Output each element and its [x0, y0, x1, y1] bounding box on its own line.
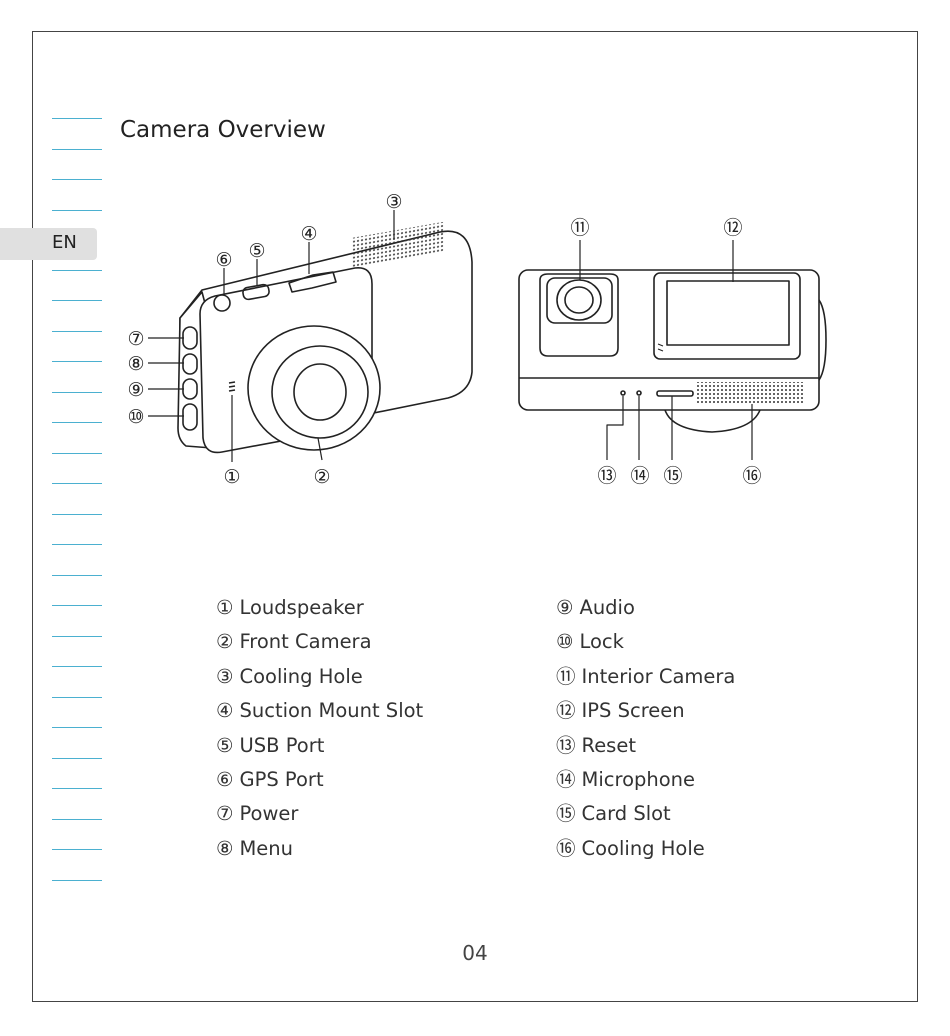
legend-right: ⑨ Audio ⑩ Lock ⑪ Interior Camera ⑫ IPS Scree… [556, 591, 735, 866]
legend-item: ⑩ Lock [556, 625, 735, 659]
legend-item: ⑮ Card Slot [556, 797, 735, 831]
legend-item: ① Loudspeaker [216, 591, 423, 625]
legend-number: ⑯ [556, 837, 576, 860]
legend-item: ⑭ Microphone [556, 763, 735, 797]
legend-label: Loudspeaker [239, 596, 363, 619]
legend-label: Interior Camera [582, 665, 736, 688]
callout-5: ⑤ [248, 240, 265, 262]
legend-number: ⑭ [556, 768, 576, 791]
legend-item: ⑫ IPS Screen [556, 694, 735, 728]
legend-label: Menu [239, 837, 293, 860]
legend-label: Lock [579, 630, 623, 653]
legend-number: ⑫ [556, 699, 576, 722]
legend-label: Reset [582, 734, 636, 757]
legend-item: ⑨ Audio [556, 591, 735, 625]
legend-label: GPS Port [239, 768, 323, 791]
legend-number: ② [216, 630, 233, 653]
legend-number: ⑦ [216, 802, 233, 825]
callout-9: ⑨ [127, 379, 144, 401]
callout-1: ① [223, 466, 240, 488]
legend-number: ⑧ [216, 837, 233, 860]
legend-item: ⑯ Cooling Hole [556, 832, 735, 866]
legend-item: ④ Suction Mount Slot [216, 694, 423, 728]
legend-item: ⑦ Power [216, 797, 423, 831]
legend-number: ⑬ [556, 734, 576, 757]
legend-item: ⑧ Menu [216, 832, 423, 866]
legend-item: ② Front Camera [216, 625, 423, 659]
callout-11: ⑪ [570, 217, 589, 239]
front-view-camera [148, 210, 472, 462]
legend-label: IPS Screen [582, 699, 685, 722]
callout-10: ⑩ [127, 406, 144, 428]
legend-label: Power [239, 802, 298, 825]
legend-number: ⑥ [216, 768, 233, 791]
legend-number: ⑩ [556, 630, 573, 653]
rear-view-camera [519, 240, 826, 460]
legend-number: ⑨ [556, 596, 573, 619]
callout-4: ④ [300, 223, 317, 245]
legend-number: ④ [216, 699, 233, 722]
legend-item: ⑪ Interior Camera [556, 660, 735, 694]
legend-item: ⑬ Reset [556, 729, 735, 763]
callout-2: ② [313, 466, 330, 488]
legend-label: Card Slot [582, 802, 671, 825]
legend-number: ⑪ [556, 665, 576, 688]
legend-left: ① Loudspeaker ② Front Camera ③ Cooling Hole… [216, 591, 423, 866]
legend-label: Cooling Hole [239, 665, 362, 688]
legend-item: ⑥ GPS Port [216, 763, 423, 797]
callout-7: ⑦ [127, 328, 144, 350]
legend-label: USB Port [239, 734, 324, 757]
legend-number: ① [216, 596, 233, 619]
page-number: 04 [0, 941, 950, 965]
callout-6: ⑥ [215, 249, 232, 271]
callout-12: ⑫ [723, 217, 742, 239]
cooling-hole-rear [697, 382, 805, 404]
callout-8: ⑧ [127, 353, 144, 375]
callout-13: ⑬ [597, 465, 616, 487]
callout-14: ⑭ [630, 465, 649, 487]
legend-number: ⑮ [556, 802, 576, 825]
legend-item: ③ Cooling Hole [216, 660, 423, 694]
legend-label: Suction Mount Slot [239, 699, 423, 722]
callout-16: ⑯ [742, 465, 761, 487]
legend-label: Audio [579, 596, 634, 619]
legend-item: ⑤ USB Port [216, 729, 423, 763]
callout-15: ⑮ [663, 465, 682, 487]
legend-label: Front Camera [239, 630, 371, 653]
front-lens [248, 326, 380, 450]
legend-label: Cooling Hole [582, 837, 705, 860]
legend-number: ⑤ [216, 734, 233, 757]
legend-number: ③ [216, 665, 233, 688]
callout-3: ③ [385, 191, 402, 213]
legend-label: Microphone [582, 768, 696, 791]
